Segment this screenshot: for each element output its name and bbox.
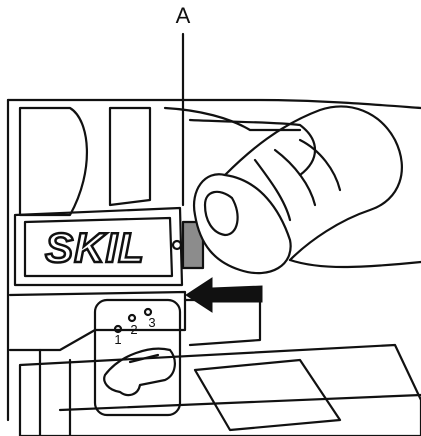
- upper-body-contour: [18, 106, 88, 217]
- upper-frame: [163, 106, 302, 132]
- lock-switch: [181, 220, 205, 270]
- arrow-left-icon: [185, 277, 263, 313]
- side-housing: [183, 298, 262, 347]
- logo-panel-inner: [23, 216, 174, 278]
- housing-rib: [188, 118, 316, 177]
- hand-back: [223, 105, 403, 262]
- dial-dot-3: [143, 307, 153, 317]
- speed-dial-knob: [103, 347, 176, 397]
- upper-grip-contour: [108, 106, 152, 207]
- blade-guide: [38, 348, 72, 436]
- fingernail: [203, 190, 239, 237]
- base-plate: [18, 343, 421, 436]
- dial-dot-1: [113, 324, 123, 334]
- dial-number-2: 2: [130, 322, 137, 337]
- logo-panel: [13, 206, 184, 287]
- knuckle-line-3: [298, 138, 342, 192]
- dial-dot-2: [127, 313, 137, 323]
- switch-pivot: [171, 239, 183, 251]
- callout-label-a: A: [175, 3, 191, 28]
- knuckle-line-1: [253, 158, 292, 222]
- forearm-edge: [288, 258, 421, 269]
- lower-housing: [8, 290, 187, 352]
- knuckle-line-2: [273, 148, 317, 207]
- brand-logo: SKIL: [45, 224, 145, 271]
- base-plate-inner: [193, 358, 342, 432]
- shoe-rail: [58, 393, 421, 412]
- tool-housing: [6, 98, 421, 110]
- dial-number-1: 1: [114, 332, 121, 347]
- dial-number-3: 3: [148, 315, 155, 330]
